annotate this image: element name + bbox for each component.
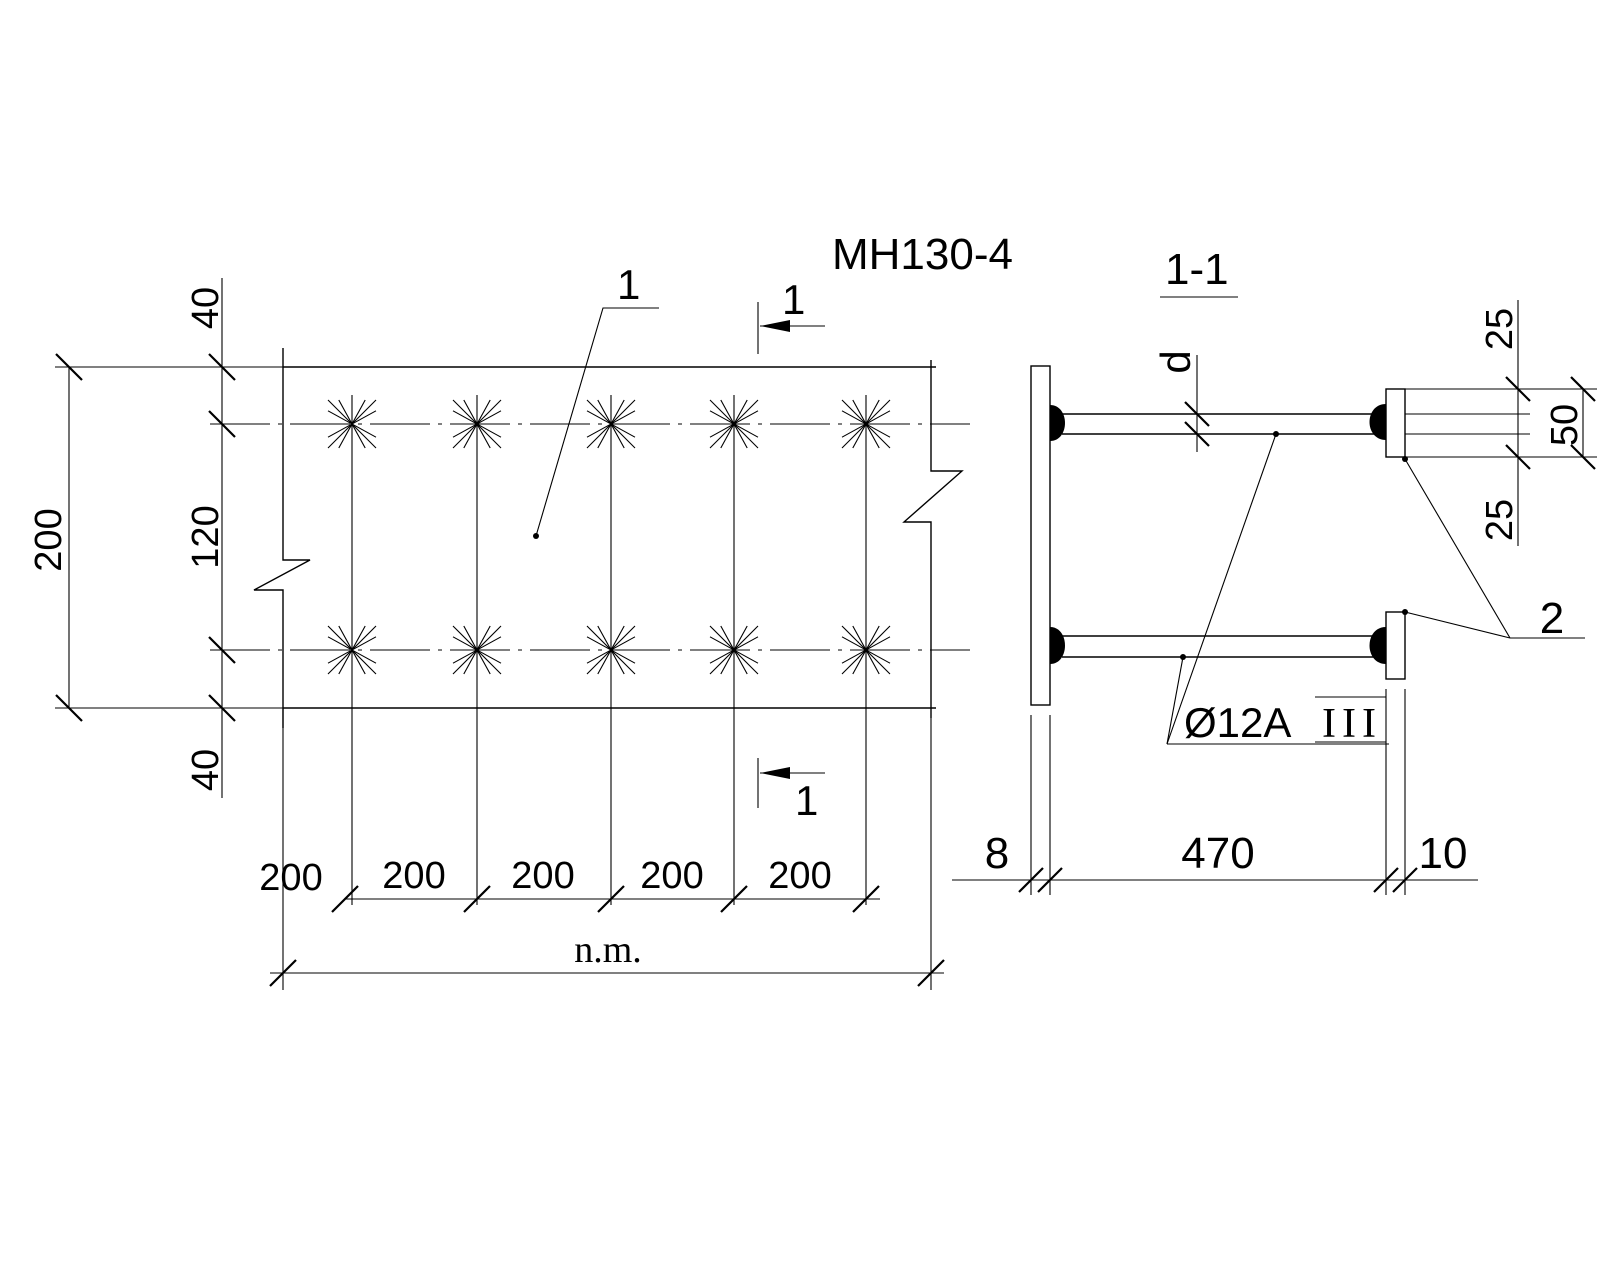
plate-right-break	[902, 360, 964, 718]
stud-marker	[327, 399, 377, 449]
dim-total-tick-left	[269, 959, 297, 987]
stud-head-bottom	[1385, 611, 1406, 680]
weld-base-bottom	[1050, 627, 1065, 664]
stud-marker	[709, 399, 759, 449]
stud-marker-stroke	[463, 399, 491, 449]
drawing-title: MH130-4	[832, 230, 1013, 279]
dim-overall-tick-bottom	[55, 694, 83, 722]
stud-marker	[452, 625, 502, 675]
dim-d-tick-top	[1184, 401, 1210, 427]
cut-mark-bottom-label: 1	[795, 777, 818, 824]
dim-right-50-tick-top	[1570, 376, 1596, 402]
cut-mark-top-label: 1	[782, 276, 805, 323]
dim-right-50-tick-bottom	[1570, 444, 1596, 470]
dim-chain-tick-1	[208, 353, 236, 381]
dim-bottom-label-5: 200	[768, 855, 831, 897]
dim-chain-bottom-label: 40	[185, 749, 227, 791]
stud-markers	[327, 399, 891, 675]
weld-head-bottom	[1369, 627, 1386, 664]
dim-bottom-tick	[720, 885, 748, 913]
dim-bottom-label-1: 200	[259, 857, 322, 899]
stud-marker-stroke	[720, 625, 748, 675]
stud-marker-stroke	[338, 399, 366, 449]
dim-chain-tick-3	[208, 636, 236, 664]
dim-right-tick-1	[1505, 376, 1531, 402]
dim-right-bottom-label: 25	[1479, 499, 1521, 541]
dim-sec-tick-2	[1037, 867, 1063, 893]
dim-total-tick-right	[917, 959, 945, 987]
stud-marker	[586, 625, 636, 675]
stud-marker	[452, 399, 502, 449]
dim-sec-middle-label: 470	[1181, 829, 1254, 878]
dim-total-label: n.m.	[574, 929, 642, 971]
dim-bottom-label-2: 200	[382, 855, 445, 897]
dim-right-tick-2	[1505, 444, 1531, 470]
callout-2-leader-top	[1404, 458, 1511, 639]
dim-bottom-label-4: 200	[640, 855, 703, 897]
dim-right-top-label: 25	[1479, 308, 1521, 350]
base-plate	[1030, 365, 1051, 706]
stud-marker	[709, 625, 759, 675]
rebar-text: Ø12A	[1184, 699, 1291, 746]
stud-marker-stroke	[463, 625, 491, 675]
stud-marker-stroke	[852, 625, 880, 675]
dim-sec-tick-4	[1392, 867, 1418, 893]
section-label: 1-1	[1165, 245, 1229, 294]
dim-bottom-tick	[597, 885, 625, 913]
dim-d-tick-bottom	[1184, 421, 1210, 447]
stud-marker-stroke	[597, 625, 625, 675]
callout-2-leader-bottom	[1404, 611, 1511, 639]
weld-base-top	[1050, 405, 1065, 441]
dim-right-middle-label: 50	[1544, 404, 1586, 446]
stud-marker-stroke	[597, 399, 625, 449]
stud-marker	[327, 625, 377, 675]
rebar-leader-top	[1166, 433, 1277, 745]
cut-mark-top-arrowhead	[760, 320, 790, 332]
dim-chain-tick-4	[208, 694, 236, 722]
dim-chain-middle-label: 120	[185, 505, 227, 568]
stud-marker	[586, 399, 636, 449]
dim-chain-tick-2	[208, 410, 236, 438]
stud-marker-stroke	[720, 399, 748, 449]
callout-1-label: 1	[617, 261, 640, 308]
dim-bottom-ticks	[331, 885, 880, 913]
section-view: d 25 50 25 2 Ø12A III	[952, 300, 1597, 895]
dim-bottom-tick	[852, 885, 880, 913]
dim-overall-label: 200	[28, 508, 70, 571]
rebar-leader-bottom	[1166, 656, 1184, 745]
cut-mark-bottom-arrowhead	[760, 767, 790, 779]
stud-marker	[841, 625, 891, 675]
dim-sec-left-label: 8	[985, 829, 1009, 878]
stud-head-top	[1385, 388, 1406, 458]
dim-sec-right-label: 10	[1419, 829, 1468, 878]
dim-bottom-tick	[463, 885, 491, 913]
callout-2-label: 2	[1540, 594, 1564, 643]
dim-overall-tick-top	[55, 353, 83, 381]
dim-sec-tick-3	[1373, 867, 1399, 893]
rebar-class: III	[1322, 701, 1382, 747]
dim-d-label: d	[1152, 350, 1199, 373]
stud-marker-stroke	[852, 399, 880, 449]
dim-chain-top-label: 40	[185, 287, 227, 329]
dim-sec-tick-1	[1018, 867, 1044, 893]
callout-1-leader	[535, 307, 659, 537]
stud-marker	[841, 399, 891, 449]
dim-bottom-tick	[331, 885, 359, 913]
plan-view: 1 1 1 200 40 120 40 200 200 200 200 200	[28, 261, 970, 990]
plate-left-break	[253, 348, 311, 728]
weld-head-top	[1369, 404, 1386, 440]
stud-marker-stroke	[338, 625, 366, 675]
dim-bottom-label-3: 200	[511, 855, 574, 897]
